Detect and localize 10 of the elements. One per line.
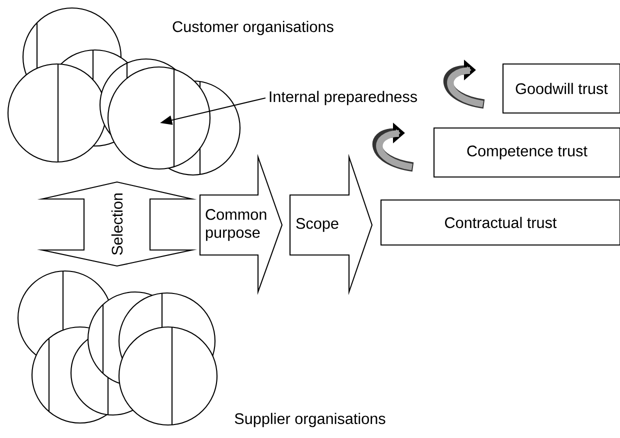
chevron-block: Scope	[289, 154, 373, 296]
chevron-block: Common purpose	[199, 154, 283, 296]
group-label: Supplier organisations	[234, 412, 386, 428]
double-headed-block: Selection	[36, 181, 198, 267]
organisation-circle	[107, 66, 211, 170]
trust-box: Competence trust	[433, 127, 620, 178]
group-label: Customer organisations	[172, 20, 334, 36]
trust-box: Goodwill trust	[502, 63, 620, 114]
callout-text: Internal preparedness	[270, 90, 417, 106]
trust-box: Contractual trust	[380, 199, 620, 246]
